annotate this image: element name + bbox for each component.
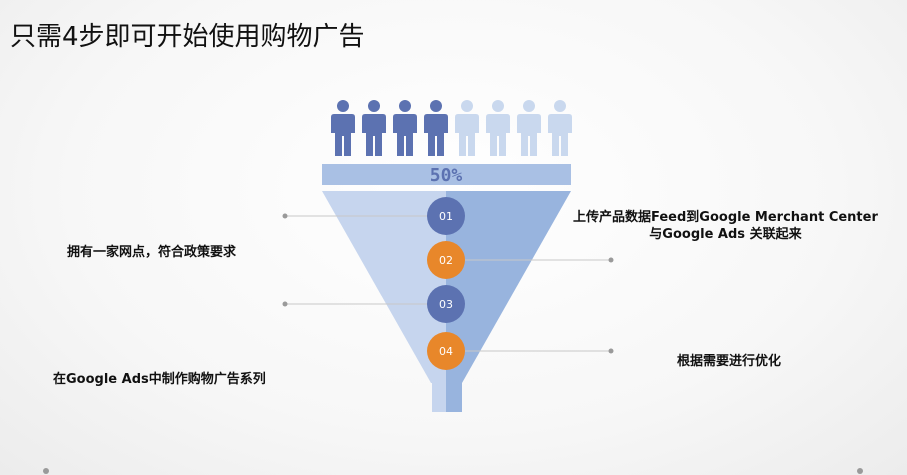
slide-title: 只需4步即可开始使用购物广告 [10, 22, 365, 52]
step-label-1: 拥有一家网点，符合政策要求 [67, 244, 236, 261]
funnel-right-half [446, 191, 571, 383]
step-label-1-line-1: 拥有一家网点，符合政策要求 [67, 245, 237, 260]
step-badge-circle-1 [427, 197, 465, 235]
step-number-4: 04 [439, 345, 453, 358]
person-icon [331, 100, 355, 156]
corner-dot-left [43, 468, 49, 474]
step-label-2-line-1: 上传产品数据Feed到Google Merchant Center [573, 210, 878, 225]
step-badge-3: 03 [427, 285, 465, 323]
percent-bar [322, 164, 571, 185]
person-icon [362, 100, 386, 156]
person-icon [455, 100, 479, 156]
step-label-2: 上传产品数据Feed到Google Merchant Center 与Googl… [573, 209, 878, 243]
connectors [282, 213, 614, 354]
corner-dot-right [857, 468, 863, 474]
connector-dot-1 [282, 213, 288, 219]
person-icon [424, 100, 448, 156]
person-icon [517, 100, 541, 156]
step-label-4-line-1: 根据需要进行优化 [677, 354, 782, 369]
person-icon [486, 100, 510, 156]
step-label-2-line-2: 与Google Ads 关联起来 [649, 227, 802, 242]
step-label-3-line-1: 在Google Ads中制作购物广告系列 [53, 372, 266, 387]
funnel-left-half [322, 191, 446, 383]
step-badge-2: 02 [427, 241, 465, 279]
step-badge-circle-2 [427, 241, 465, 279]
person-icon [393, 100, 417, 156]
person-icon [548, 100, 572, 156]
step-badge-circle-3 [427, 285, 465, 323]
connector-dot-3 [282, 301, 288, 307]
funnel-stem-left [432, 383, 446, 412]
step-label-3: 在Google Ads中制作购物广告系列 [53, 371, 266, 388]
connector-dot-2 [608, 257, 614, 263]
funnel-stem-right [446, 383, 462, 412]
step-badge-4: 04 [427, 332, 465, 370]
step-badge-1: 01 [427, 197, 465, 235]
connector-dot-4 [608, 348, 614, 354]
people-icons [331, 100, 572, 156]
step-number-1: 01 [439, 210, 453, 223]
step-label-4: 根据需要进行优化 [677, 353, 781, 370]
step-number-2: 02 [439, 254, 453, 267]
step-badge-circle-4 [427, 332, 465, 370]
percent-label: 50% [430, 165, 463, 186]
step-number-3: 03 [439, 298, 453, 311]
